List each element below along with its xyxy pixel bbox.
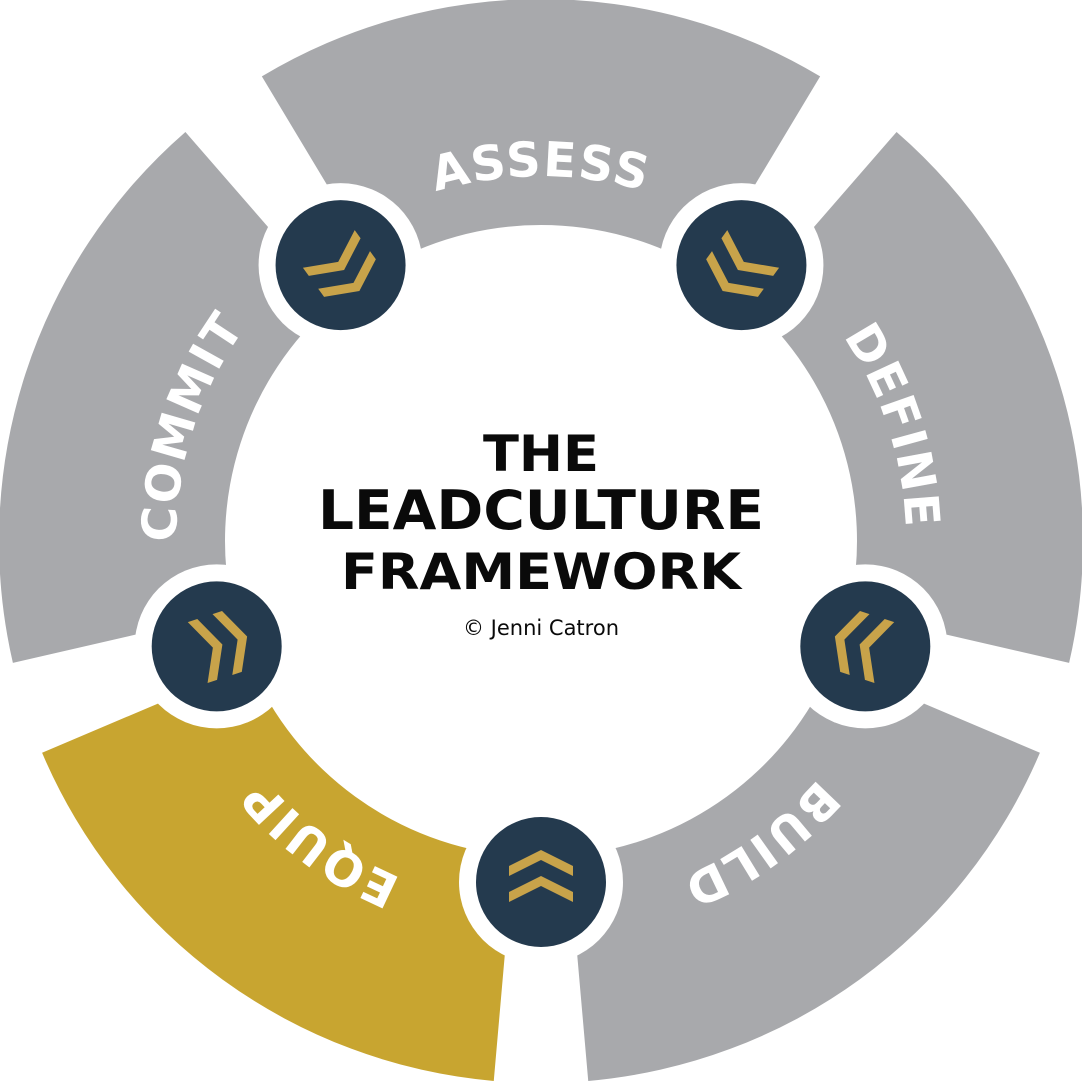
double-chevron-icon: [302, 230, 376, 297]
center-title: THE LEADCULTURE FRAMEWORK © Jenni Catron: [318, 425, 764, 640]
stage-node-assess: [258, 183, 423, 348]
segment-commit: [0, 131, 334, 663]
title-line-1: THE: [483, 425, 599, 483]
double-chevron-icon: [187, 610, 248, 683]
stage-node-define: [659, 183, 824, 348]
copyright-text: © Jenni Catron: [463, 616, 619, 640]
segment-define: [748, 131, 1082, 663]
stage-nodes: [134, 183, 948, 964]
double-chevron-icon: [509, 850, 573, 902]
double-chevron-icon: [706, 230, 780, 297]
stage-node-equip: [459, 800, 623, 964]
title-line-2: LEADCULTURE: [318, 479, 764, 542]
stage-node-commit: [134, 564, 299, 729]
double-chevron-icon: [834, 610, 895, 683]
title-line-3: FRAMEWORK: [341, 543, 743, 601]
stage-node-build: [783, 564, 948, 729]
segment-equip: [42, 664, 514, 1081]
segment-assess: [261, 0, 821, 271]
segment-build: [568, 664, 1040, 1081]
